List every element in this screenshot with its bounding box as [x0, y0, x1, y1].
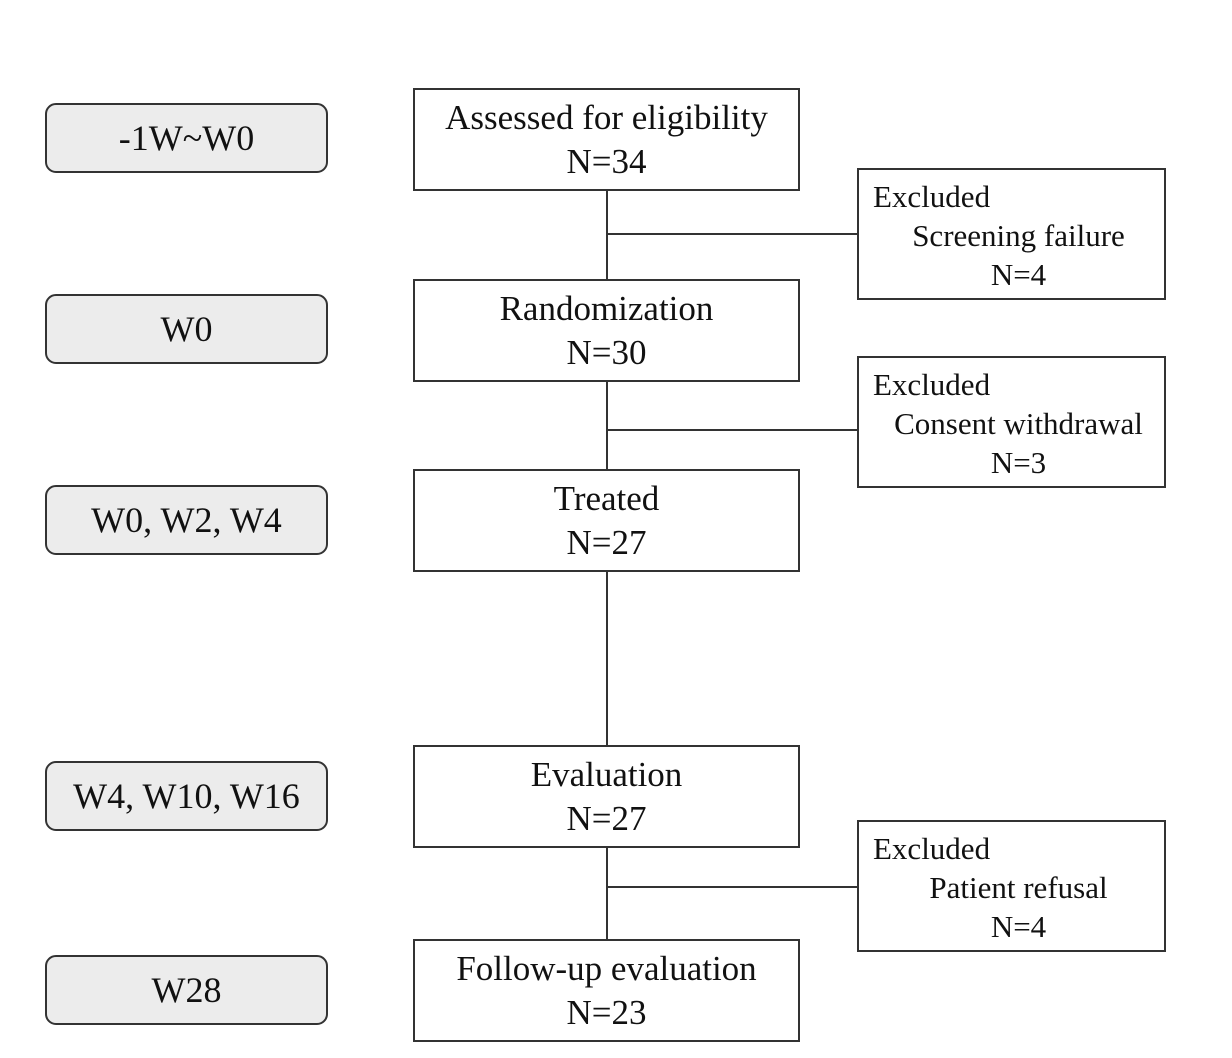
exclusion-title: Excluded: [873, 367, 991, 402]
exclusion-title: Excluded: [873, 179, 991, 214]
stage-follow-up-evaluation: Follow-up evaluation N=23: [413, 939, 800, 1042]
exclusion-count: N=4: [990, 257, 1047, 292]
exclusion-consent-withdrawal: Excluded Consent withdrawal N=3: [857, 356, 1166, 488]
stage-count: N=27: [566, 798, 647, 838]
exclusion-count: N=4: [990, 909, 1047, 944]
stage-count: N=30: [566, 332, 647, 372]
timepoint-evaluation: W4, W10, W16: [45, 761, 328, 831]
stage-title: Evaluation: [530, 754, 683, 794]
stage-title: Follow-up evaluation: [456, 948, 757, 988]
stage-treated: Treated N=27: [413, 469, 800, 572]
stage-title: Randomization: [499, 288, 714, 328]
timepoint-treatment: W0, W2, W4: [45, 485, 328, 555]
exclusion-screening-failure: Excluded Screening failure N=4: [857, 168, 1166, 300]
stage-title: Treated: [553, 478, 660, 518]
exclusion-patient-refusal: Excluded Patient refusal N=4: [857, 820, 1166, 952]
timepoint-screening: -1W~W0: [45, 103, 328, 173]
exclusion-reason: Consent withdrawal: [894, 406, 1143, 441]
timepoint-label: W28: [151, 970, 222, 1010]
stage-count: N=23: [566, 992, 647, 1032]
stage-randomization: Randomization N=30: [413, 279, 800, 382]
timepoint-followup: W28: [45, 955, 328, 1025]
exclusion-reason: Patient refusal: [929, 870, 1108, 905]
stage-title: Assessed for eligibility: [445, 97, 768, 137]
timepoint-label: W0, W2, W4: [91, 500, 282, 540]
timepoint-label: W4, W10, W16: [73, 776, 300, 816]
timepoint-label: W0: [160, 309, 213, 349]
stage-evaluation: Evaluation N=27: [413, 745, 800, 848]
stage-assessed-for-eligibility: Assessed for eligibility N=34: [413, 88, 800, 191]
exclusion-title: Excluded: [873, 831, 991, 866]
timepoint-label: -1W~W0: [118, 118, 255, 158]
stage-count: N=27: [566, 522, 647, 562]
timepoint-randomization: W0: [45, 294, 328, 364]
exclusion-reason: Screening failure: [912, 218, 1125, 253]
stage-count: N=34: [566, 141, 647, 181]
exclusion-count: N=3: [990, 445, 1047, 480]
